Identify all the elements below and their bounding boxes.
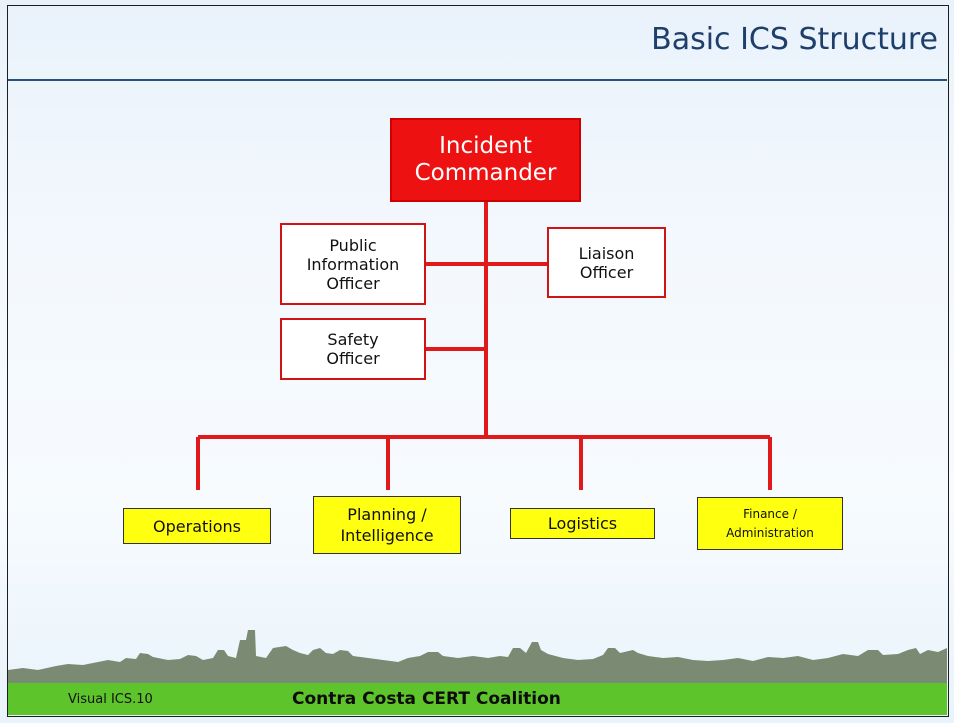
planning-intelligence-section-label: Planning / Intelligence [340, 505, 434, 545]
city-skyline-illustration [8, 630, 947, 684]
logistics-section-box: Logistics [510, 508, 655, 539]
footer-slide-number: Visual ICS.10 [68, 692, 153, 707]
slide-title: Basic ICS Structure [651, 22, 938, 57]
planning-intelligence-section-box: Planning / Intelligence [313, 496, 461, 554]
public-information-officer-box: Public Information Officer [280, 223, 426, 305]
incident-commander-label: Incident Commander [414, 133, 557, 186]
public-information-officer-label: Public Information Officer [306, 235, 400, 293]
safety-officer-label: Safety Officer [326, 330, 380, 368]
liaison-officer-label: Liaison Officer [578, 243, 635, 282]
incident-commander-box: Incident Commander [390, 118, 581, 202]
logistics-section-label: Logistics [547, 514, 618, 533]
safety-officer-box: Safety Officer [280, 318, 426, 380]
footer-organization: Contra Costa CERT Coalition [292, 689, 561, 709]
operations-section-box: Operations [123, 508, 271, 544]
finance-administration-section-label: Finance / Administration [726, 506, 814, 540]
operations-section-label: Operations [153, 516, 241, 536]
finance-administration-section-box: Finance / Administration [697, 497, 843, 550]
footer-bar [8, 683, 947, 715]
liaison-officer-box: Liaison Officer [547, 227, 666, 298]
title-divider [8, 79, 947, 81]
